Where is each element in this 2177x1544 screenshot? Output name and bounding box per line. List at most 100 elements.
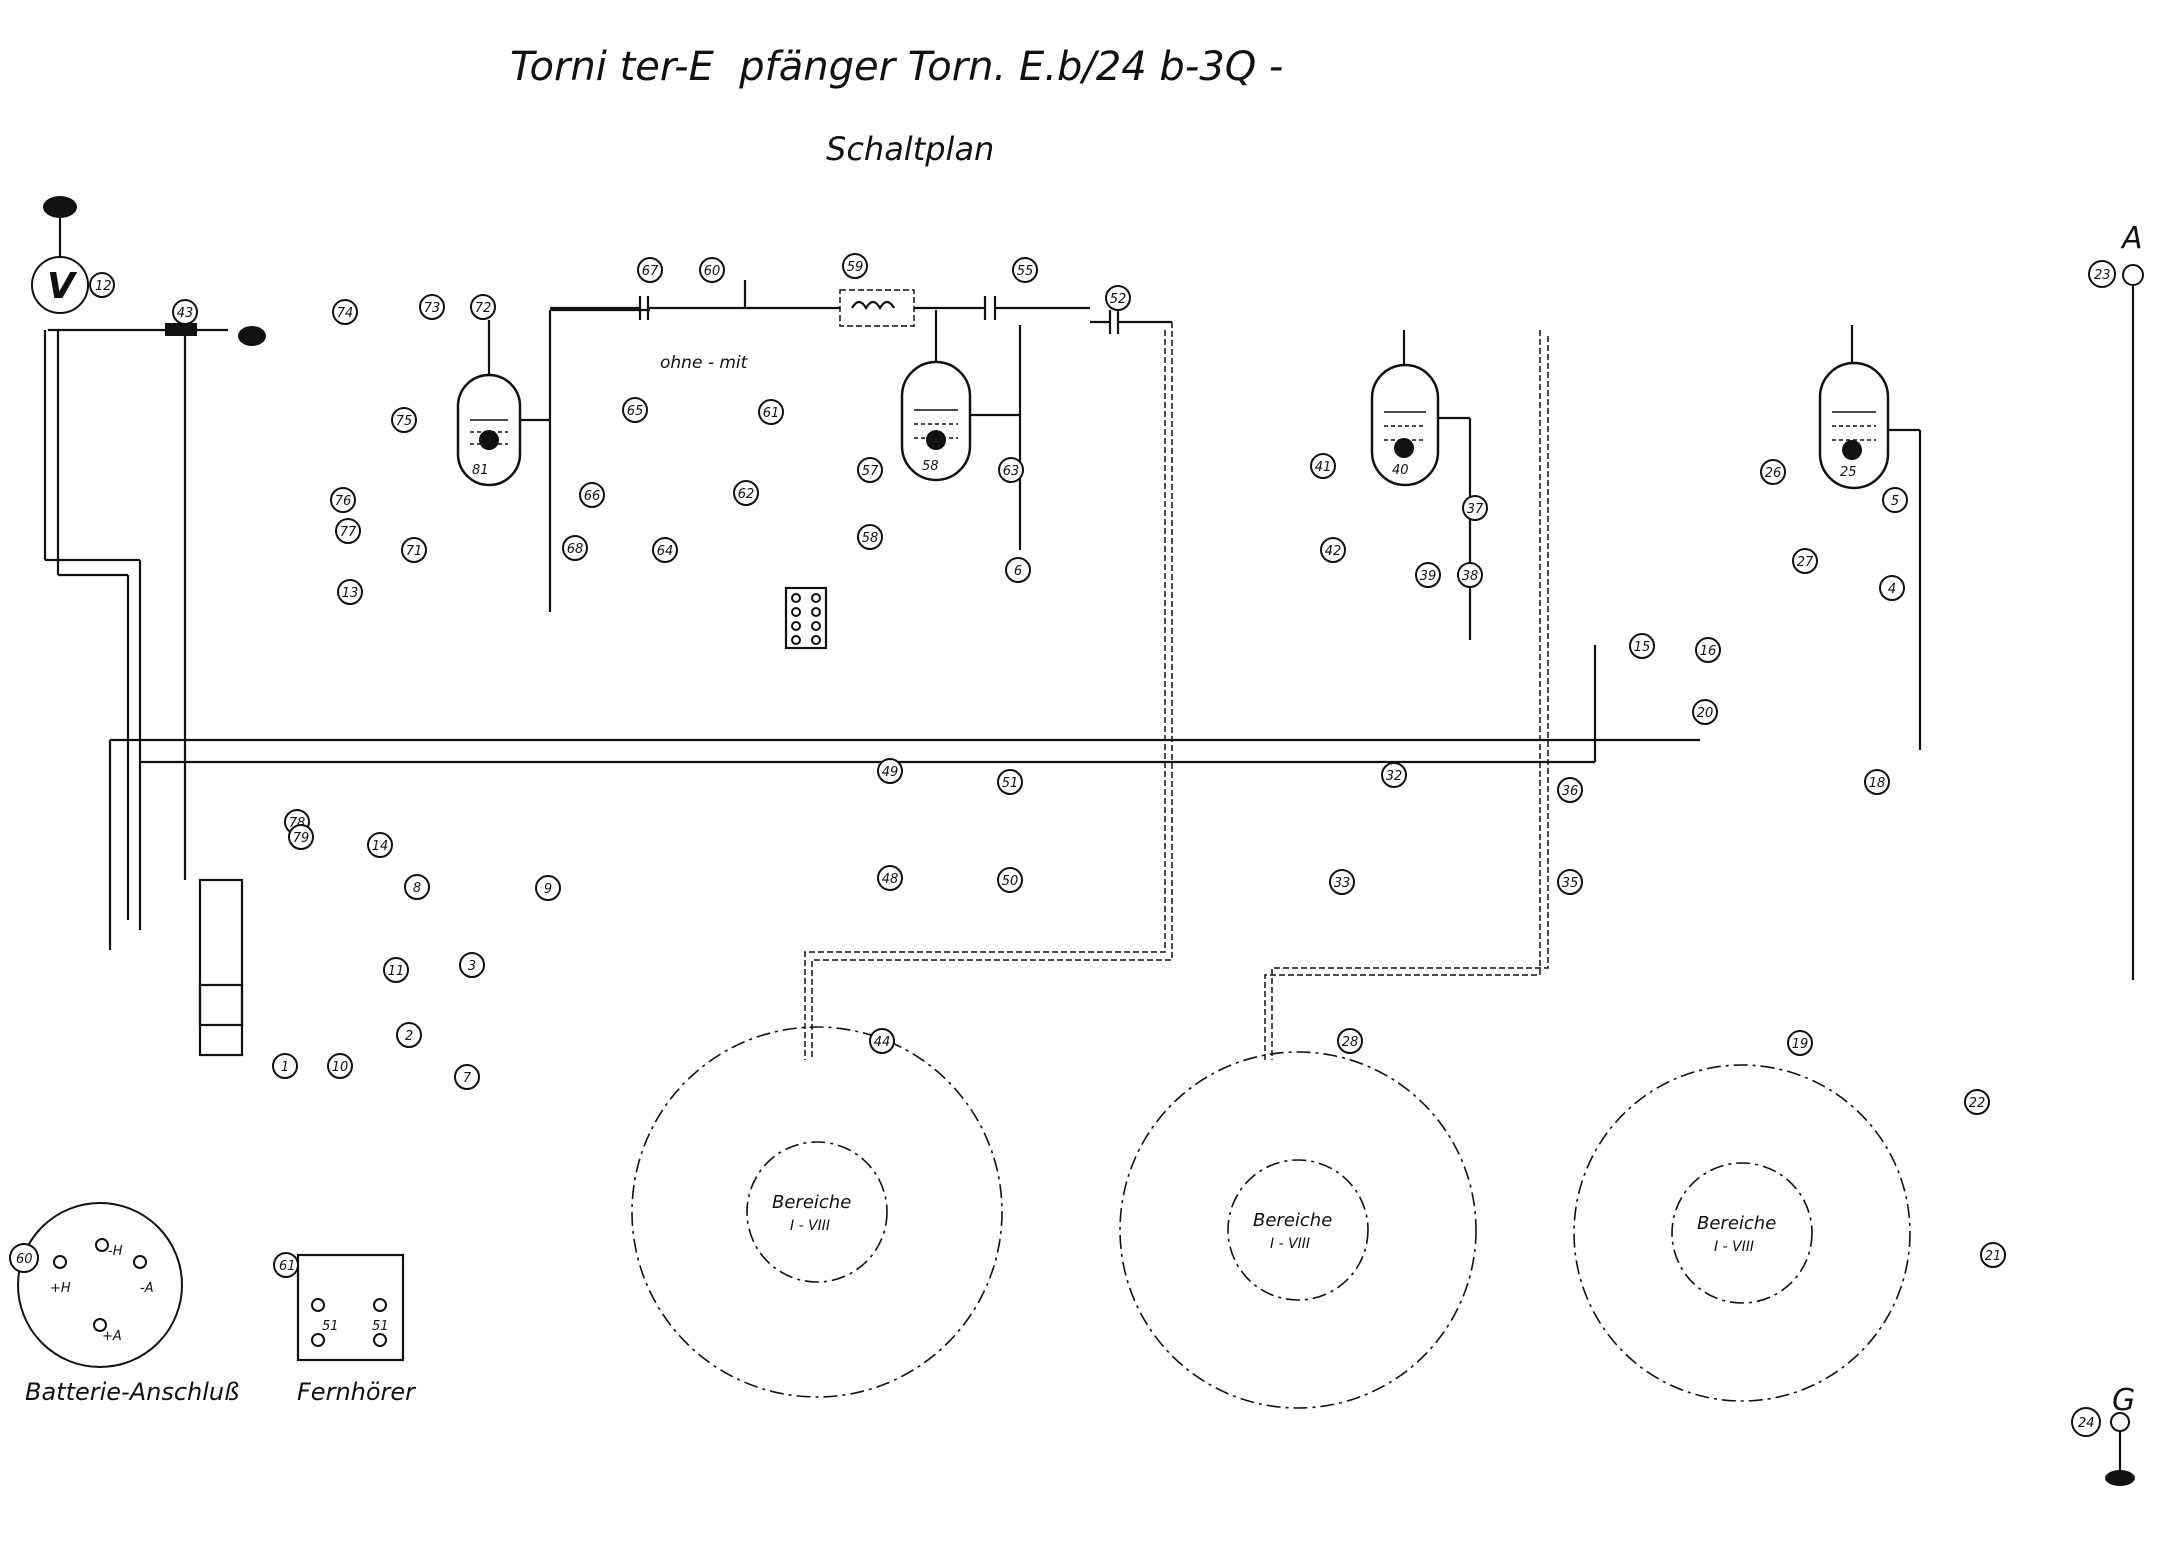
ground-label: G bbox=[2112, 1383, 2135, 1418]
voltmeter-label: V bbox=[47, 266, 78, 307]
component-label-c76: 76 bbox=[330, 487, 356, 513]
component-label-c33: 33 bbox=[1329, 869, 1355, 895]
range-c-label: Bereiche bbox=[1697, 1213, 1776, 1234]
component-label-c37: 37 bbox=[1462, 495, 1488, 521]
component-number: 59 bbox=[847, 260, 864, 275]
component-label-c20: 20 bbox=[1692, 699, 1718, 725]
component-number: 10 bbox=[332, 1060, 349, 1075]
component-label-c3: 3 bbox=[459, 952, 485, 978]
component-label-c60: 60 bbox=[699, 257, 725, 283]
component-number: 68 bbox=[567, 542, 584, 557]
component-label-c38: 38 bbox=[1457, 562, 1483, 588]
component-number: 37 bbox=[1467, 502, 1484, 517]
tube-2-label: 58 bbox=[922, 459, 939, 474]
component-number: 51 bbox=[1002, 776, 1019, 791]
component-number: 42 bbox=[1325, 544, 1342, 559]
component-label-c52: 52 bbox=[1105, 285, 1131, 311]
component-label-c21: 21 bbox=[1980, 1242, 2006, 1268]
component-number: 66 bbox=[584, 489, 601, 504]
component-number: 36 bbox=[1562, 784, 1579, 799]
component-label-c42: 42 bbox=[1320, 537, 1346, 563]
connector-strip bbox=[198, 878, 244, 1057]
ground-terminal: G 24 bbox=[2071, 1383, 2135, 1486]
range-switch-a: Bereiche I - VIII bbox=[631, 1026, 1003, 1398]
range-c-roman: I - VIII bbox=[1714, 1239, 1754, 1255]
range-switch-c: Bereiche I - VIII bbox=[1573, 1064, 1911, 1402]
shielded-lines bbox=[804, 322, 1549, 1060]
component-number: 60 bbox=[704, 264, 721, 279]
component-label-c19: 19 bbox=[1787, 1030, 1813, 1056]
component-label-c63: 63 bbox=[998, 457, 1024, 483]
component-label-c57: 57 bbox=[857, 457, 883, 483]
component-number: 35 bbox=[1562, 876, 1579, 891]
component-number: 16 bbox=[1700, 644, 1717, 659]
range-a-label: Bereiche bbox=[772, 1192, 851, 1213]
component-number: 64 bbox=[657, 544, 674, 559]
component-label-c48: 48 bbox=[877, 865, 903, 891]
component-label-c36: 36 bbox=[1557, 777, 1583, 803]
component-number: 71 bbox=[406, 544, 423, 559]
component-label-c6: 6 bbox=[1005, 557, 1031, 583]
headphone-connector: 61 51 51 Fernhörer bbox=[273, 1252, 417, 1406]
diagram-subtitle: Schaltplan bbox=[826, 130, 994, 168]
diagram-title: Torni ter-E pfänger Torn. E.b/24 b-3Q - bbox=[510, 44, 1283, 90]
component-label-c72: 72 bbox=[470, 294, 496, 320]
component-label-c14: 14 bbox=[367, 832, 393, 858]
component-number: 15 bbox=[1634, 640, 1651, 655]
component-number: 67 bbox=[642, 264, 659, 279]
component-number: 27 bbox=[1797, 555, 1814, 570]
component-number: 76 bbox=[335, 494, 352, 509]
component-number: 26 bbox=[1765, 466, 1782, 481]
component-label-c10: 10 bbox=[327, 1053, 353, 1079]
component-number: 11 bbox=[388, 964, 405, 979]
antenna-label: A bbox=[2120, 221, 2143, 256]
antenna-number: 23 bbox=[2094, 268, 2111, 283]
component-number: 1 bbox=[281, 1060, 289, 1075]
component-number: 19 bbox=[1792, 1037, 1809, 1052]
component-number: 73 bbox=[424, 301, 441, 316]
headphone-number: 61 bbox=[279, 1259, 296, 1274]
component-label-c28: 28 bbox=[1337, 1028, 1363, 1054]
component-label-c2: 2 bbox=[396, 1022, 422, 1048]
component-label-c22: 22 bbox=[1964, 1089, 1990, 1115]
ground-number: 24 bbox=[2078, 1416, 2095, 1431]
component-label-c61: 61 bbox=[758, 399, 784, 425]
range-a-roman: I - VIII bbox=[790, 1218, 830, 1234]
switching-module bbox=[784, 586, 828, 650]
component-number: 52 bbox=[1110, 292, 1127, 307]
component-number: 13 bbox=[342, 586, 359, 601]
component-label-c74: 74 bbox=[332, 299, 358, 325]
component-number: 7 bbox=[463, 1071, 472, 1086]
battery-number: 60 bbox=[16, 1252, 33, 1267]
component-label-c9: 9 bbox=[535, 875, 561, 901]
component-label-c35: 35 bbox=[1557, 869, 1583, 895]
component-number: 50 bbox=[1002, 874, 1019, 889]
component-label-c71: 71 bbox=[401, 537, 427, 563]
battery-pin-minus-a: -A bbox=[140, 1281, 154, 1296]
tube-3-label: 40 bbox=[1392, 463, 1409, 478]
component-number: 38 bbox=[1462, 569, 1479, 584]
component-label-c16: 16 bbox=[1695, 637, 1721, 663]
component-number: 77 bbox=[340, 525, 357, 540]
component-number: 75 bbox=[396, 414, 413, 429]
component-number: 22 bbox=[1969, 1096, 1986, 1111]
component-label-c1: 1 bbox=[272, 1053, 298, 1079]
headphone-pin-51b: 51 bbox=[372, 1319, 389, 1334]
headphone-label: Fernhörer bbox=[297, 1378, 417, 1406]
tube-stage-3: 40 bbox=[1370, 330, 1472, 640]
ohne-mit-label: ohne - mit bbox=[660, 353, 749, 373]
component-label-c66: 66 bbox=[579, 482, 605, 508]
component-number: 65 bbox=[627, 404, 644, 419]
component-label-c5: 5 bbox=[1882, 487, 1908, 513]
component-number: 28 bbox=[1342, 1035, 1359, 1050]
voltmeter-number: 12 bbox=[95, 279, 112, 294]
component-label-c59: 59 bbox=[842, 253, 868, 279]
component-label-c18: 18 bbox=[1864, 769, 1890, 795]
component-label-c41: 41 bbox=[1310, 453, 1336, 479]
battery-label: Batterie-Anschluß bbox=[25, 1378, 239, 1406]
component-number: 58 bbox=[862, 531, 879, 546]
component-label-c13: 13 bbox=[337, 579, 363, 605]
component-label-c4: 4 bbox=[1879, 575, 1905, 601]
component-number: 57 bbox=[862, 464, 879, 479]
